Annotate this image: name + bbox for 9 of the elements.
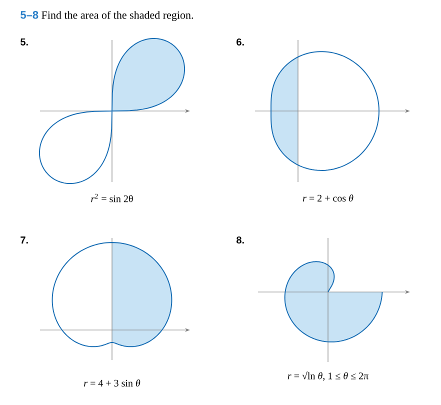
title: 5–8 Find the area of the shaded region. (20, 10, 194, 22)
equation: r = 4 + 3 sin θ (84, 379, 140, 387)
exercise-number: 5. (20, 38, 28, 46)
exercise-number: 8. (236, 236, 244, 244)
equation: r = 2 + cos θ (302, 194, 354, 202)
equation: r$^{2}$ = sin 2θ (91, 194, 133, 202)
exercise-number: 7. (20, 236, 28, 244)
exercise-number: 6. (236, 38, 244, 46)
equation: r = √ln θ, 1 ≤ θ ≤ 2π (288, 371, 368, 381)
